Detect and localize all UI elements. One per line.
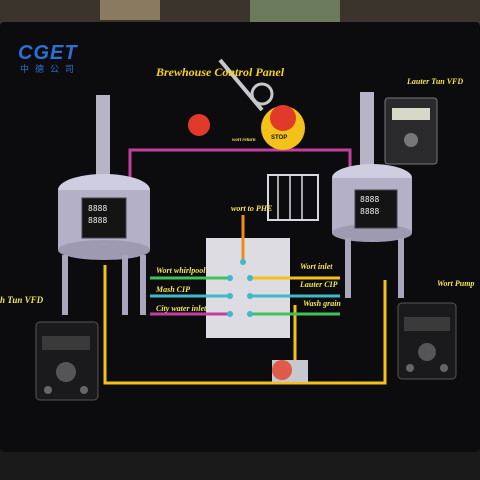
mash-controller[interactable]	[81, 197, 127, 239]
stop-label: STOP	[271, 135, 288, 141]
mash-controller-row2: 8888	[88, 216, 108, 225]
phe-frame	[267, 174, 319, 221]
yellow-loop-line	[103, 265, 387, 385]
wort-pump-symbol	[272, 360, 308, 382]
stop-button[interactable]	[270, 105, 296, 131]
label-lauter-vfd: Lauter Tun VFD	[407, 77, 464, 86]
lauter-controller-row1: 8888	[360, 195, 380, 204]
key-ring	[250, 82, 274, 106]
valve-points	[227, 259, 253, 317]
lauter-tun-vfd-device[interactable]	[384, 97, 438, 165]
pilot-light	[188, 114, 210, 136]
box-top	[100, 0, 160, 20]
wort-pump-vfd-device[interactable]	[397, 302, 457, 380]
brand-logo: CGET	[18, 42, 78, 64]
label-mash-vfd: h Tun VFD	[0, 295, 44, 305]
valve-manifold	[206, 238, 290, 338]
label-wort-pump: Wort Pump	[437, 279, 475, 288]
bag-top	[250, 0, 340, 22]
label-wort-whirlpool: Wort whirlpool	[156, 266, 206, 275]
label-wort-inlet: Wort inlet	[300, 262, 333, 271]
lauter-controller-row2: 8888	[360, 207, 380, 216]
label-lauter-cip: Lauter CIP	[300, 280, 338, 289]
brand-sub: 中德公司	[20, 65, 81, 75]
mash-controller-row1: 8888	[88, 204, 108, 213]
mash-tun-vfd-device[interactable]	[35, 321, 99, 401]
label-wort-return: wort return	[232, 138, 256, 143]
panel-title: Brewhouse Control Panel	[156, 65, 285, 79]
label-city-water: City water inlet	[156, 304, 207, 313]
label-mash-cip: Mash CIP	[156, 285, 191, 294]
mash-tun-vessel	[58, 95, 150, 315]
label-wort-to-phe: wort to PHE	[231, 204, 273, 213]
lauter-controller[interactable]	[354, 189, 398, 229]
label-wash-grain: Wash grain	[303, 299, 341, 308]
